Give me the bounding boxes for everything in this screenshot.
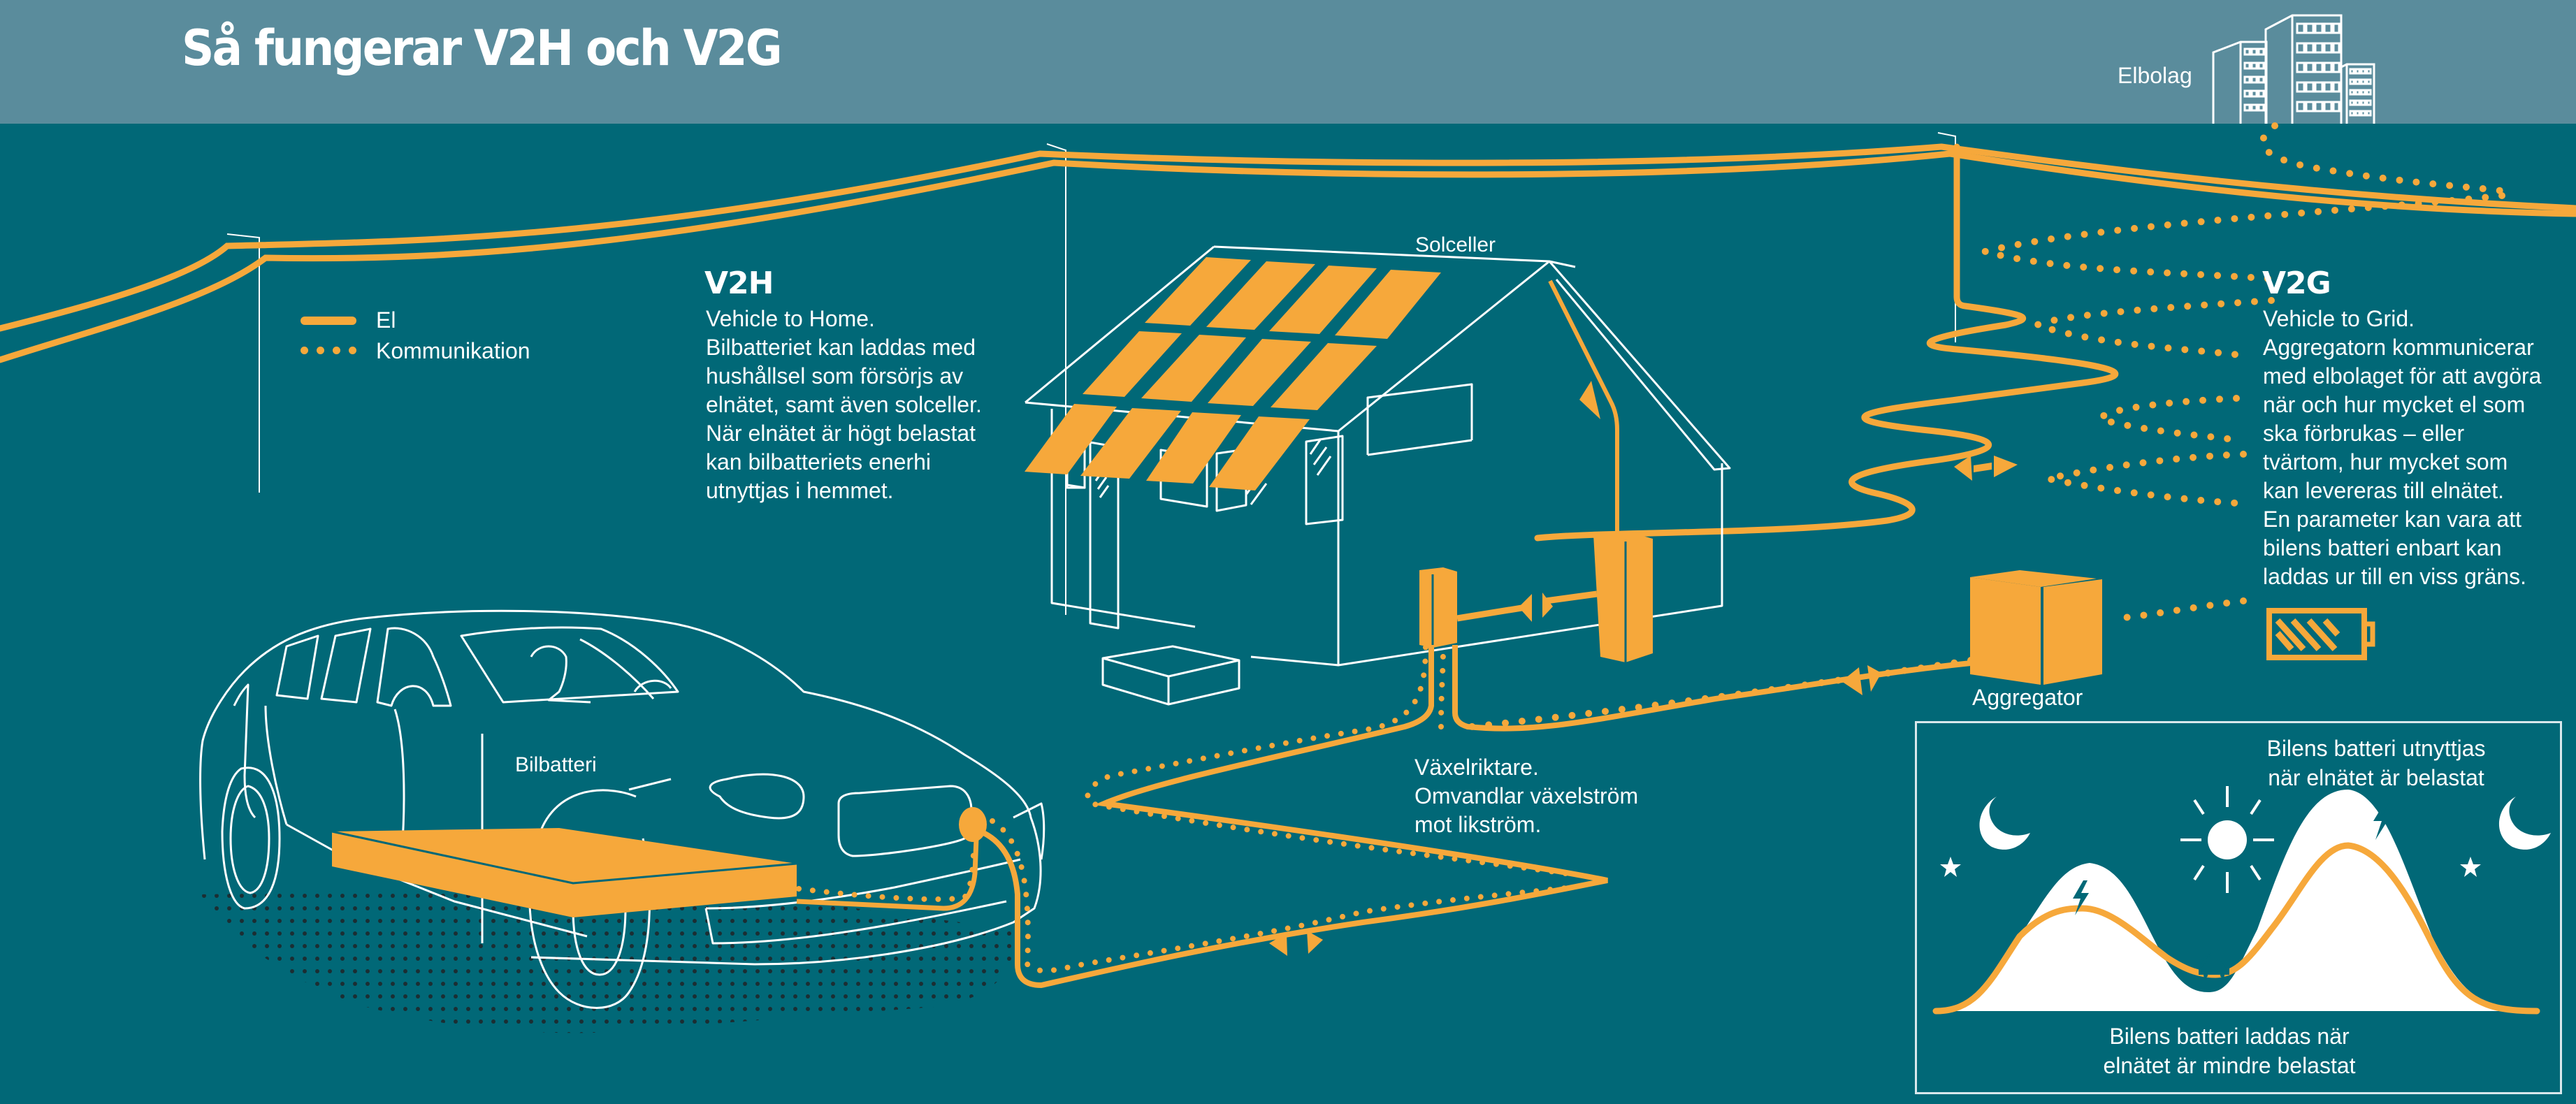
solar-panels bbox=[1025, 257, 1441, 491]
grid-load-area bbox=[1936, 790, 2537, 1011]
lightning-bolt-icon bbox=[2073, 880, 2089, 915]
legend-item-communication: Kommunikation bbox=[301, 335, 530, 366]
legend-label: Kommunikation bbox=[376, 337, 530, 363]
aggregator-label: Aggregator bbox=[1972, 685, 2083, 710]
legend-item-electricity: El bbox=[301, 305, 530, 335]
sun-icon bbox=[2180, 786, 2274, 893]
crescent-moon-icon bbox=[2498, 797, 2551, 850]
legend: El Kommunikation bbox=[301, 305, 530, 366]
chart-bottom-caption: Bilens batteri laddas när elnätet är min… bbox=[2103, 1024, 2356, 1078]
crescent-moon-icon bbox=[1979, 797, 2030, 850]
house-electric bbox=[1419, 279, 1999, 732]
page-title: Så fungerar V2H och V2G bbox=[182, 20, 783, 77]
grid-cable bbox=[1534, 143, 2119, 542]
charging-port-icon bbox=[959, 807, 987, 842]
charging-cable bbox=[796, 645, 1608, 989]
load-curve-panel bbox=[1915, 721, 2562, 1094]
utility-company-label: Elbolag bbox=[2118, 63, 2192, 88]
battery-adjusted-load-line bbox=[1932, 842, 2540, 1015]
solar-panels-label: Solceller bbox=[1415, 233, 1496, 256]
inverter-description: Växelriktare. Omvandlar växelström mot l… bbox=[1414, 755, 1639, 837]
car-battery bbox=[331, 828, 797, 917]
inverter-unit bbox=[1419, 567, 1457, 648]
dotted-line-icon bbox=[301, 342, 356, 359]
chart-top-caption: Bilens batteri utnyttjas när elnätet är … bbox=[2266, 736, 2486, 790]
flow-arrow-icon bbox=[1579, 381, 1600, 419]
bidirectional-arrow-icon bbox=[1519, 594, 1532, 622]
load-curve-chart bbox=[1932, 786, 2551, 1015]
car-battery-label: Bilbatteri bbox=[515, 753, 597, 776]
power-lines bbox=[0, 143, 2576, 363]
v2g-heading: V2G bbox=[2262, 266, 2331, 301]
ev-charging-car-icon bbox=[2199, 947, 2229, 978]
lightning-bolt-icon bbox=[2373, 801, 2391, 840]
solid-line-icon bbox=[301, 312, 356, 328]
star-icon bbox=[1940, 857, 1961, 877]
bidirectional-arrow-icon bbox=[1954, 456, 2018, 481]
office-buildings-icon bbox=[2212, 14, 2375, 124]
header-band bbox=[0, 0, 2576, 124]
partial-battery-icon bbox=[2266, 608, 2375, 660]
aggregator-icon bbox=[1970, 570, 2102, 685]
home-battery-unit bbox=[1593, 532, 1653, 662]
v2h-heading: V2H bbox=[704, 266, 774, 301]
legend-label: El bbox=[376, 307, 396, 333]
v2h-description: Vehicle to Home. Bilbatteriet kan laddas… bbox=[706, 306, 982, 503]
star-icon bbox=[2460, 857, 2481, 877]
communication-path bbox=[796, 644, 1575, 974]
v2g-description: Vehicle to Grid. Aggregatorn kommunicera… bbox=[2263, 306, 2542, 589]
